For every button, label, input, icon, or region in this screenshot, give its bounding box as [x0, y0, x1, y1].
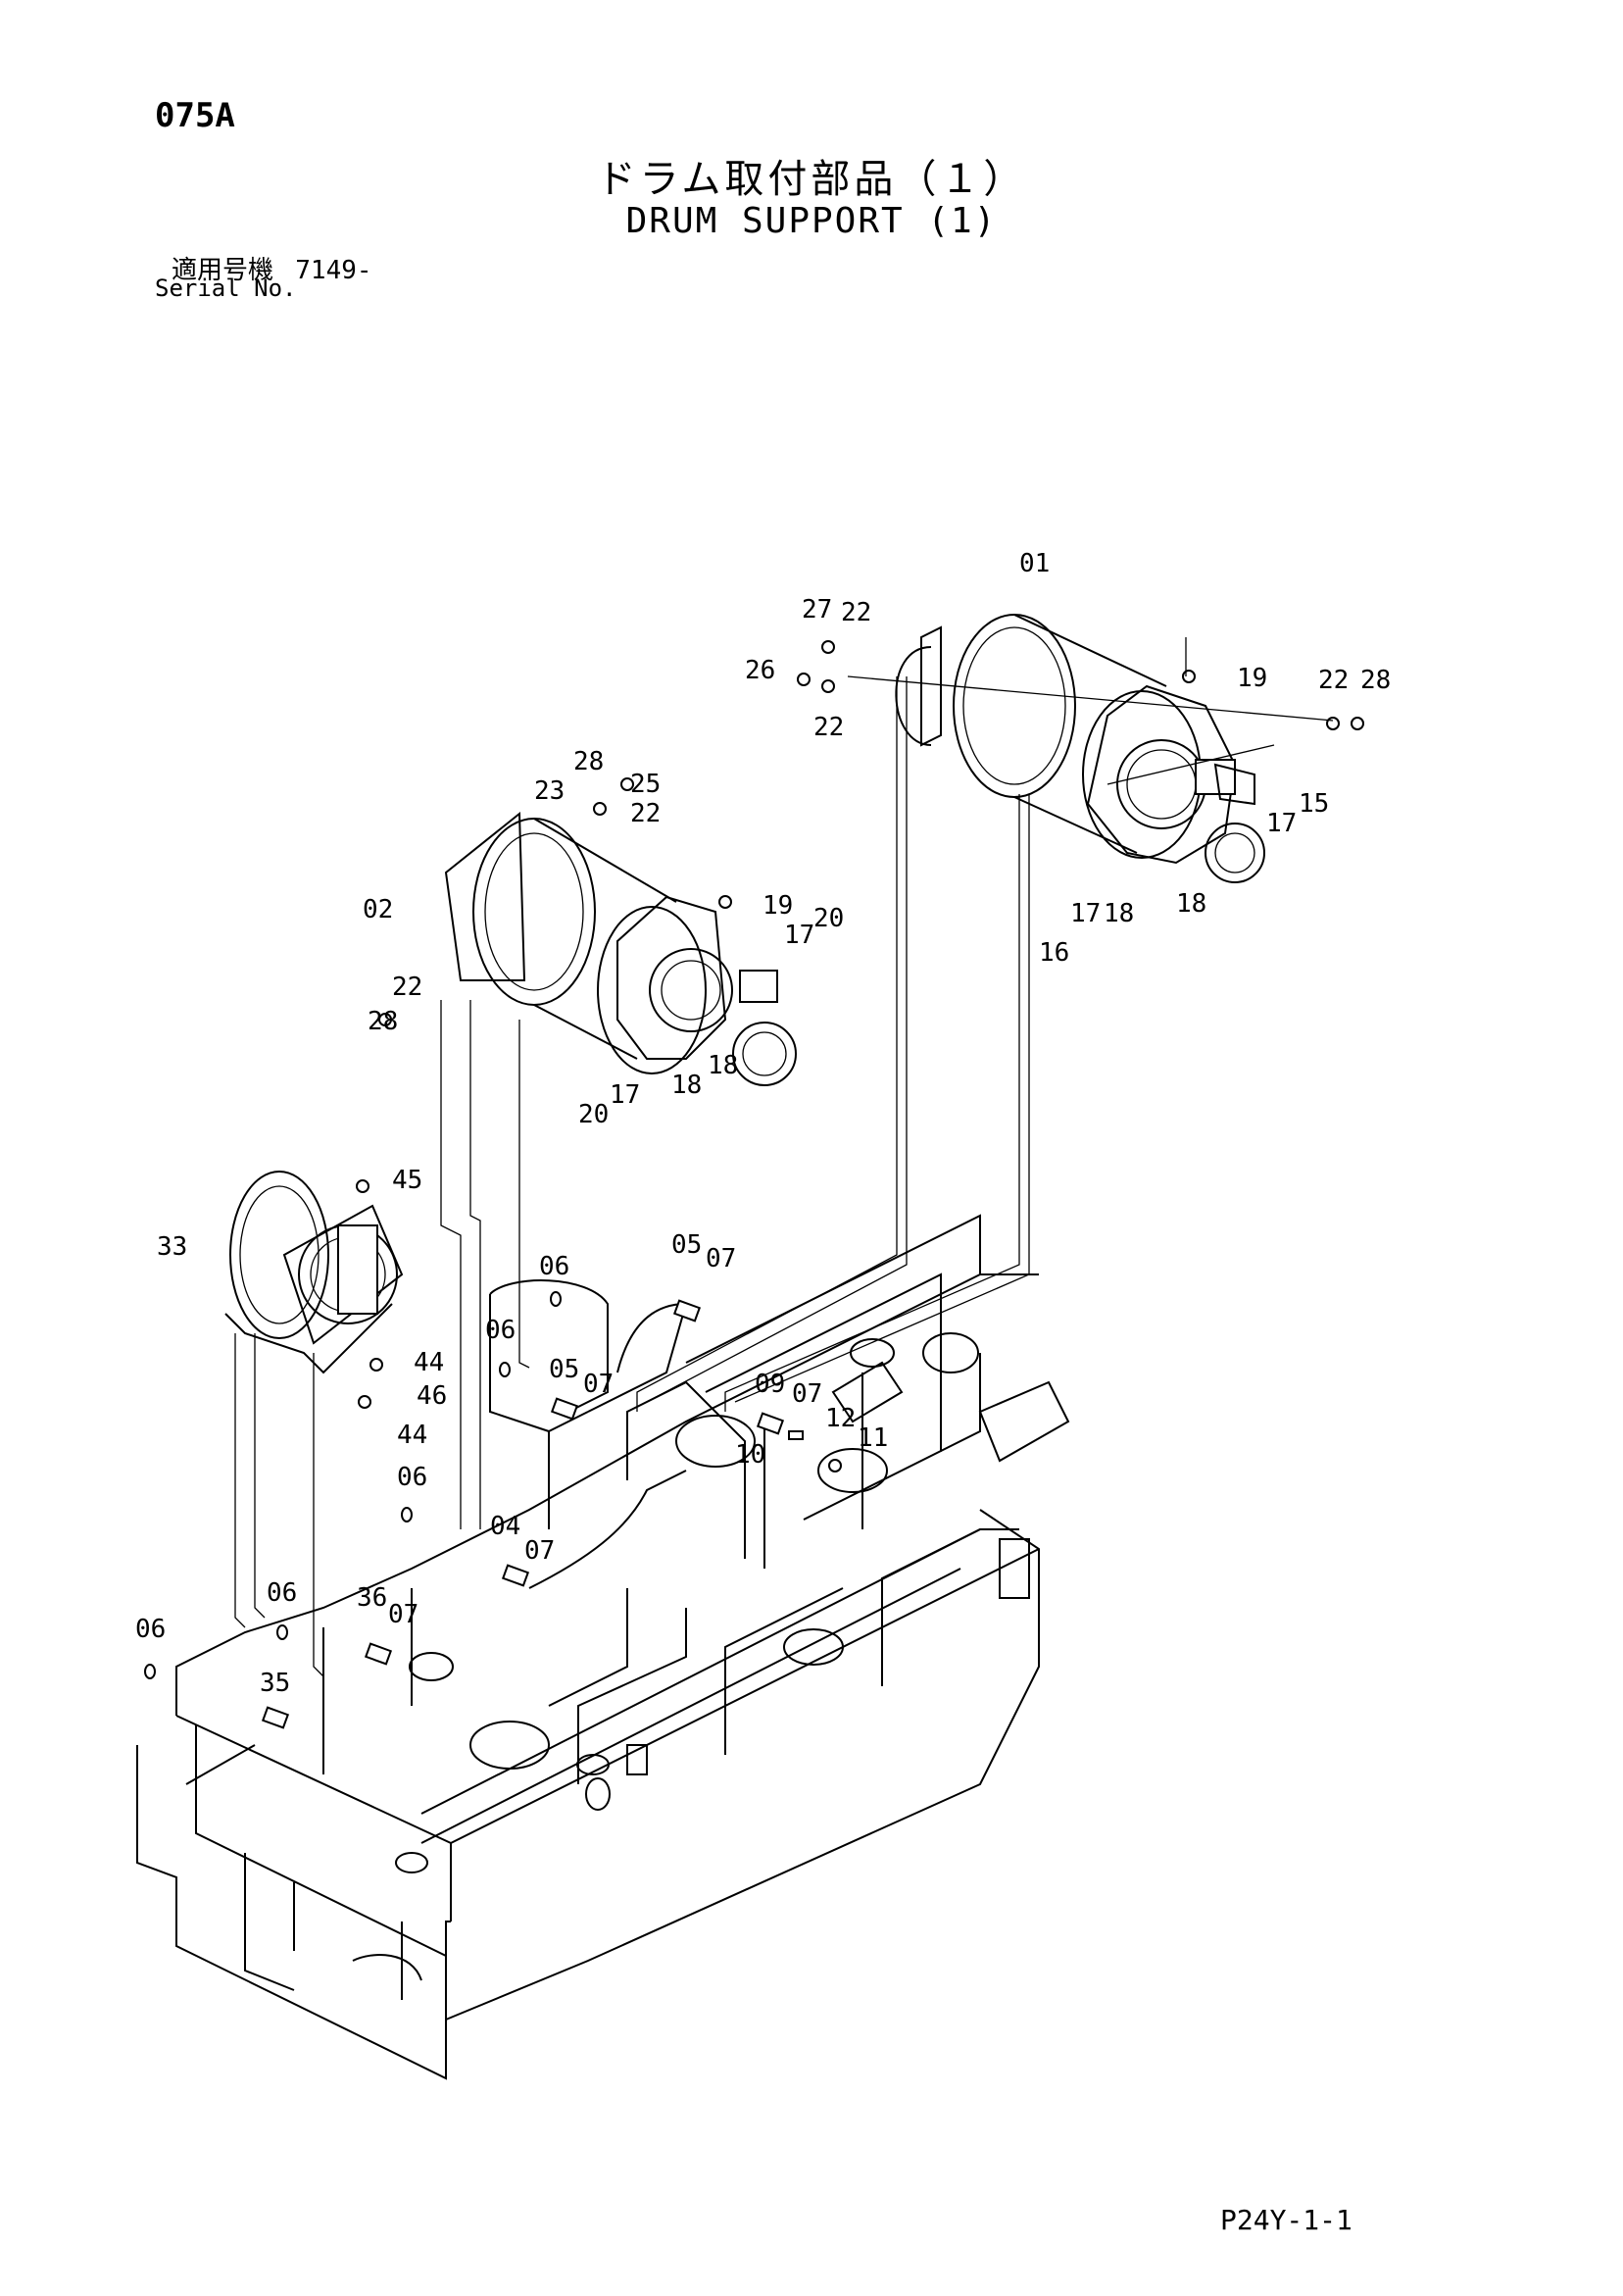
serial-applicability: 適用号機 7149- [172, 250, 372, 286]
callout-16: 16 [1039, 938, 1069, 968]
callout-12: 12 [825, 1404, 856, 1433]
callout-20: 20 [578, 1100, 609, 1129]
callout-07: 07 [706, 1244, 736, 1273]
callout-20: 20 [813, 904, 844, 933]
page-code: 075A [155, 96, 235, 135]
callout-18: 18 [671, 1071, 702, 1100]
serial-value: 7149- [295, 256, 372, 285]
callout-18: 18 [708, 1051, 738, 1080]
callout-45: 45 [392, 1166, 422, 1195]
callout-18: 18 [1176, 889, 1206, 919]
callout-02: 02 [363, 895, 393, 924]
callout-17: 17 [1266, 809, 1297, 838]
drum-01 [895, 614, 1265, 883]
callout-22: 22 [1318, 666, 1349, 695]
assembly-lines [234, 637, 1334, 1677]
callout-22: 22 [841, 598, 871, 627]
callout-46: 46 [417, 1381, 447, 1411]
callout-07: 07 [524, 1536, 555, 1566]
callout-07: 07 [792, 1379, 822, 1409]
callout-11: 11 [858, 1423, 888, 1453]
callout-18: 18 [1104, 899, 1134, 928]
callout-19: 19 [1237, 664, 1267, 693]
serial-label-english: Serial No. [155, 275, 297, 302]
callout-05: 05 [671, 1230, 702, 1260]
callout-15: 15 [1299, 789, 1329, 819]
callout-36: 36 [357, 1583, 387, 1613]
callout-06: 06 [539, 1252, 569, 1281]
callout-06: 06 [397, 1463, 427, 1492]
callout-17: 17 [784, 921, 814, 950]
callout-09: 09 [755, 1370, 785, 1399]
page-title-english: DRUM SUPPORT (1) [625, 201, 998, 241]
callout-06: 06 [267, 1578, 297, 1608]
callout-05: 05 [549, 1355, 579, 1384]
callout-07: 07 [388, 1600, 418, 1629]
callout-labels: 01 27 22 26 22 19 22 28 15 17 18 18 17 1… [135, 549, 1391, 1698]
callout-17: 17 [1070, 899, 1101, 928]
callout-26: 26 [745, 656, 775, 685]
callout-22: 22 [813, 713, 844, 742]
callout-33: 33 [157, 1232, 187, 1262]
small-parts [144, 640, 1364, 1729]
callout-06: 06 [135, 1615, 166, 1644]
footer-code: P24Y-1-1 [1220, 2204, 1352, 2236]
callout-17: 17 [610, 1080, 640, 1110]
base-frame [136, 1214, 1070, 2080]
callout-25: 25 [630, 770, 661, 799]
callout-23: 23 [534, 776, 565, 806]
callout-06: 06 [485, 1316, 516, 1345]
drum-02 [444, 811, 797, 1086]
callout-04: 04 [490, 1512, 520, 1541]
callout-27: 27 [802, 595, 832, 624]
callout-10: 10 [735, 1440, 765, 1470]
callout-44: 44 [414, 1348, 444, 1377]
serial-label-japanese: 適用号機 [172, 256, 274, 285]
page-title-japanese: ドラム取付部品（１） [596, 157, 1027, 202]
callout-44: 44 [397, 1421, 427, 1450]
callout-28: 28 [573, 747, 604, 776]
callout-19: 19 [762, 891, 793, 921]
callout-22: 22 [392, 973, 422, 1002]
callout-35: 35 [260, 1669, 290, 1698]
callout-01: 01 [1019, 549, 1050, 578]
callout-22: 22 [630, 799, 661, 828]
callout-07: 07 [583, 1370, 614, 1399]
drum-33 [224, 1171, 404, 1374]
callout-28: 28 [368, 1007, 398, 1036]
callout-28: 28 [1360, 666, 1391, 695]
